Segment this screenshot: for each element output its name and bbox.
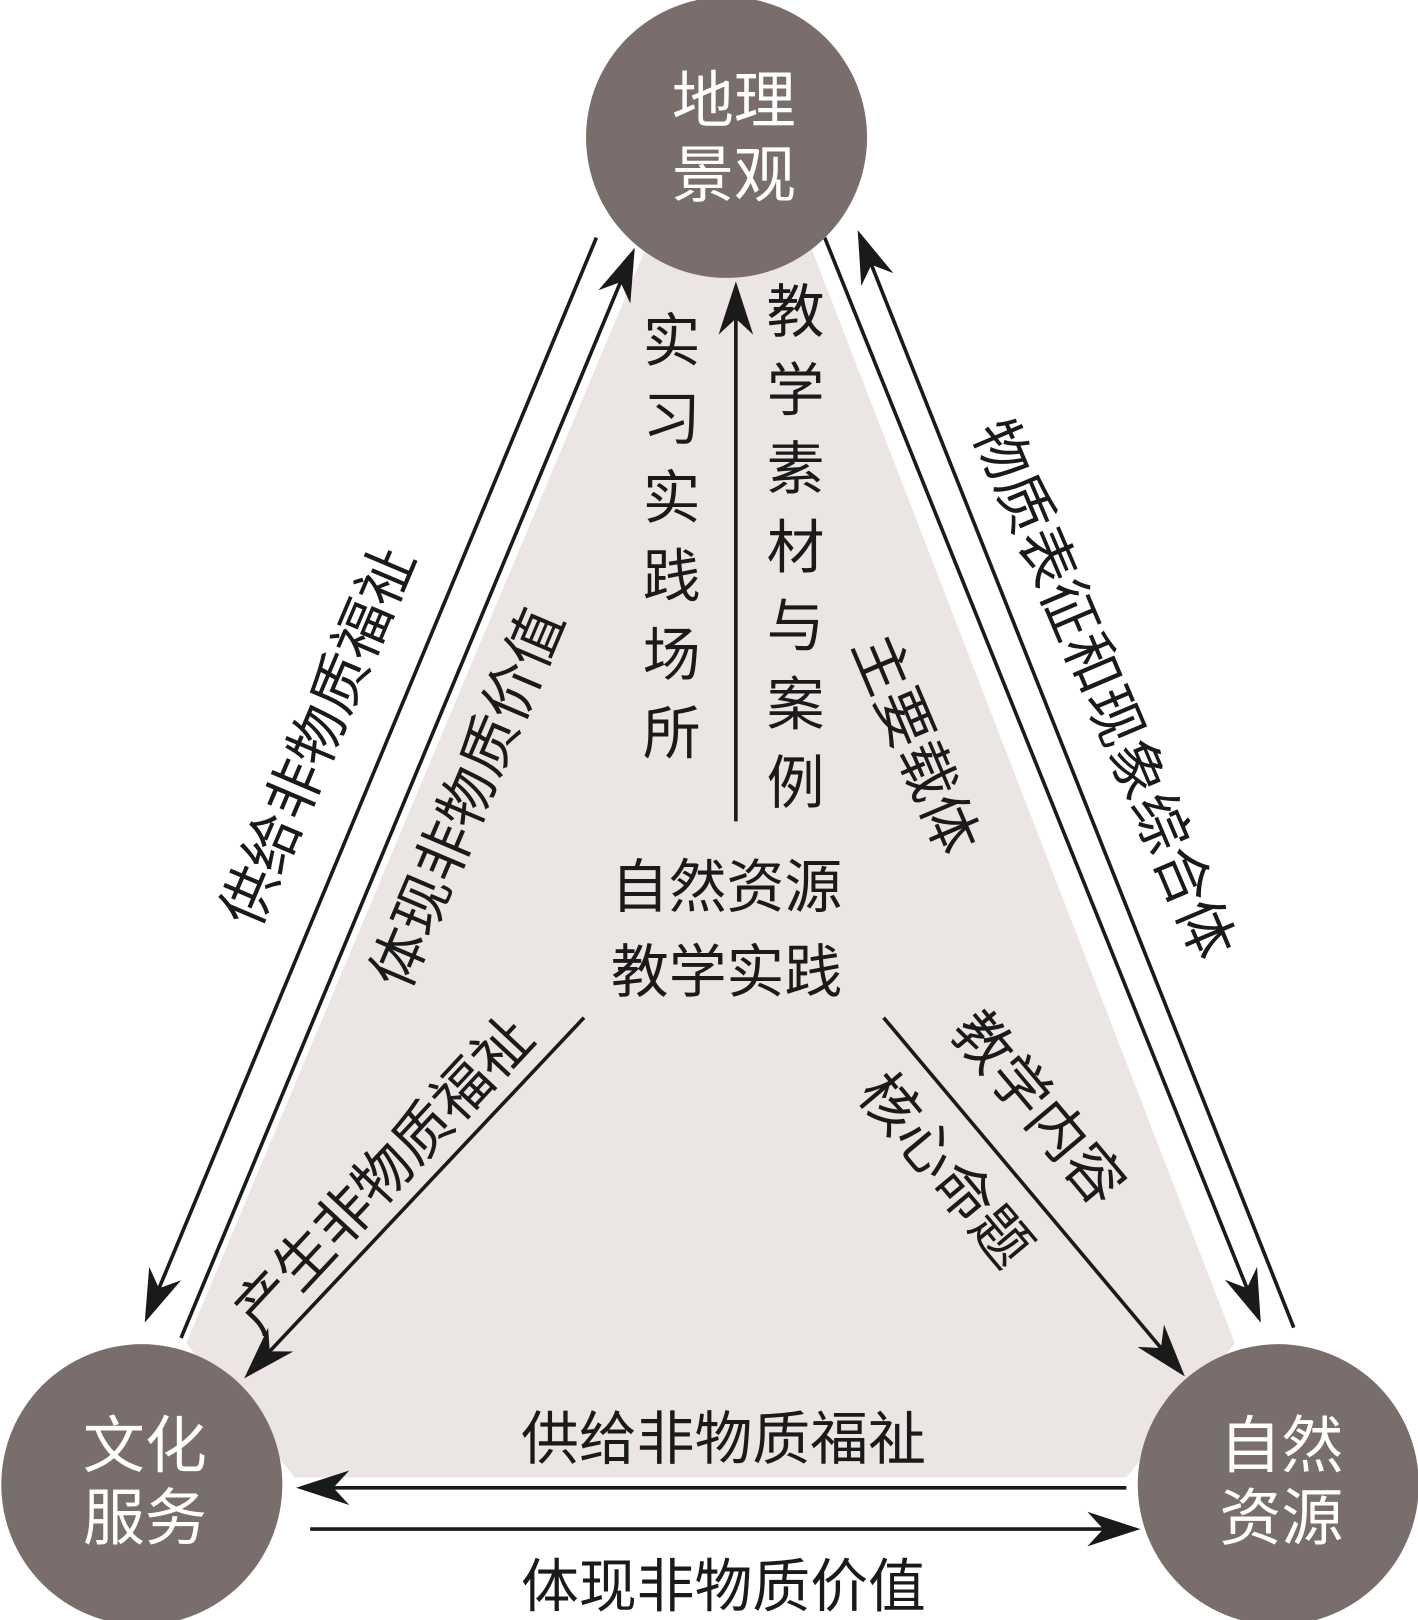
svg-text:自然: 自然 bbox=[1219, 1409, 1343, 1482]
label-vertical-left: 实习实践场所 bbox=[633, 310, 701, 781]
arrow-culture-to-landscape bbox=[179, 252, 635, 1339]
svg-text:地理: 地理 bbox=[672, 64, 796, 137]
arrow-resource-to-landscape bbox=[858, 234, 1296, 1329]
label-bottom-bottom: 体现非物质价值 bbox=[521, 1553, 926, 1620]
arrowhead bbox=[144, 1266, 182, 1323]
center-label-2: 教学实践 bbox=[611, 938, 842, 1006]
svg-text:资源: 资源 bbox=[1219, 1481, 1343, 1554]
arrow-landscape-to-resource bbox=[823, 236, 1261, 1318]
svg-text:景观: 景观 bbox=[672, 138, 796, 211]
node-landscape: 地理 景观 bbox=[586, 0, 868, 278]
arrowhead bbox=[1224, 1266, 1261, 1323]
arrowhead bbox=[244, 1327, 294, 1379]
center-label-1: 自然资源 bbox=[611, 853, 842, 921]
label-vertical-right: 教学素材与案例 bbox=[757, 281, 825, 831]
arrow-center-to-resource bbox=[882, 1016, 1183, 1374]
arrowhead bbox=[598, 247, 635, 304]
label-bottom-top: 供给非物质福祉 bbox=[521, 1405, 926, 1473]
node-culture: 文化 服务 bbox=[1, 1344, 283, 1620]
arrow-center-to-culture bbox=[246, 1016, 586, 1376]
arrowhead bbox=[1137, 1324, 1185, 1377]
svg-text:文化: 文化 bbox=[83, 1409, 207, 1482]
svg-text:服务: 服务 bbox=[83, 1481, 207, 1554]
arrowhead bbox=[1087, 1511, 1141, 1547]
arrowhead bbox=[718, 281, 754, 335]
arrow-landscape-to-culture bbox=[145, 236, 599, 1318]
arrowhead bbox=[296, 1470, 350, 1506]
node-resource: 自然 资源 bbox=[1137, 1344, 1418, 1620]
arrowhead bbox=[857, 230, 894, 286]
background-triangle bbox=[186, 247, 1235, 1478]
